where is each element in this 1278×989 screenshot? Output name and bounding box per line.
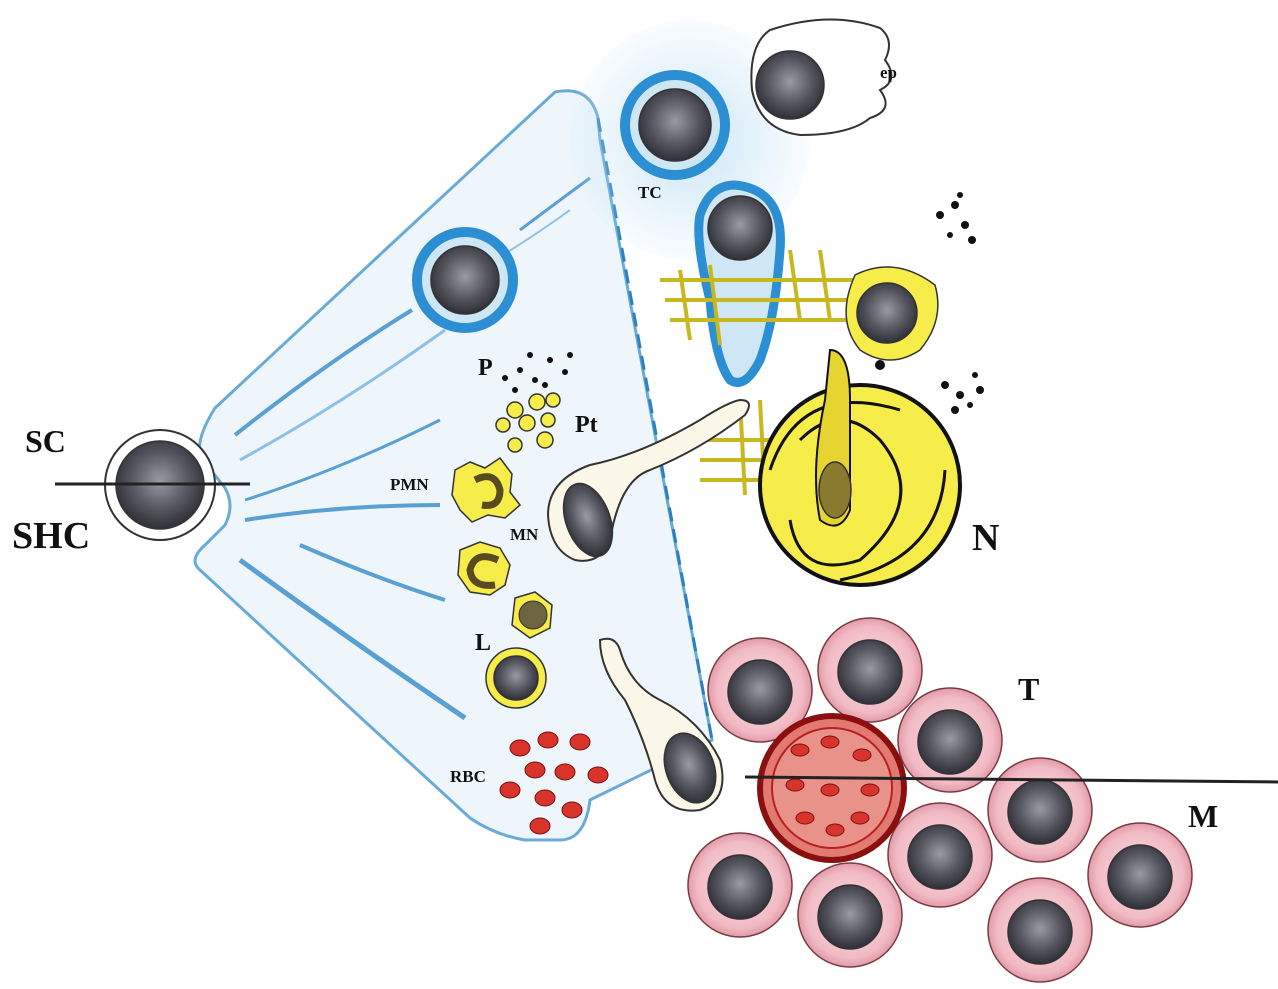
label-p: P xyxy=(478,355,493,381)
tumor-cell xyxy=(988,758,1092,862)
tumor-cell xyxy=(798,863,902,967)
label-mn: MN xyxy=(510,525,539,544)
label-l: L xyxy=(475,630,491,656)
label-ep: ep xyxy=(880,63,897,82)
yellow-secretory-cell xyxy=(846,267,938,360)
label-tc: TC xyxy=(638,183,662,202)
label-t: T xyxy=(1018,671,1039,707)
epithelial-cell xyxy=(751,19,891,135)
label-pt: Pt xyxy=(575,412,598,438)
tumor-cell xyxy=(688,833,792,937)
label-sc: SC xyxy=(25,423,66,459)
lymphocyte xyxy=(486,648,546,708)
blood-vessel xyxy=(760,716,904,860)
tumor-cell xyxy=(818,618,922,722)
neuron-cell xyxy=(760,350,960,585)
tc-cell-top xyxy=(625,75,725,175)
label-pmn: PMN xyxy=(390,475,429,494)
label-n: N xyxy=(972,517,999,559)
tumor-cell xyxy=(1088,823,1192,927)
label-rbc: RBC xyxy=(450,767,486,786)
tumor-cell xyxy=(988,878,1092,982)
blue-cell-upper-left xyxy=(417,232,513,328)
label-shc: SHC xyxy=(12,515,90,557)
label-m: M xyxy=(1188,798,1218,834)
tumor-cell xyxy=(888,803,992,907)
tumor-cell xyxy=(898,688,1002,792)
